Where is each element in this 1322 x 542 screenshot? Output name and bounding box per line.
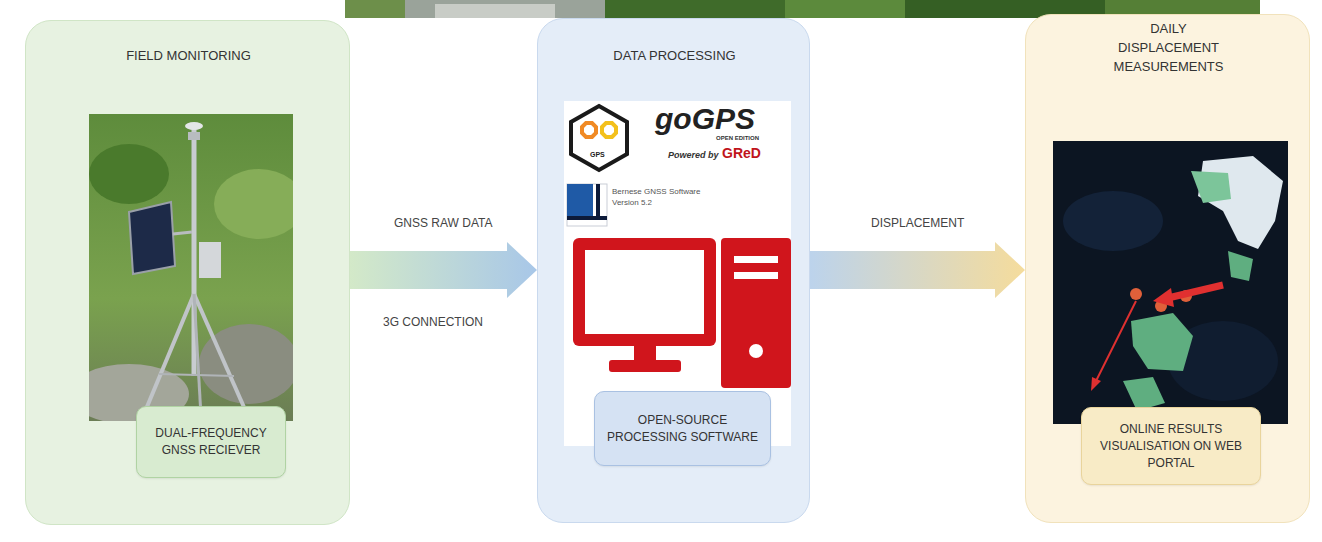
- displacement-map-part: [1053, 141, 1288, 424]
- caption-text: ONLINE RESULTS VISUALISATION ON WEB PORT…: [1092, 421, 1250, 472]
- gnss-station-photo-part: [214, 169, 293, 239]
- arrow-label: DISPLACEMENT: [871, 216, 964, 230]
- caption-box: ONLINE RESULTS VISUALISATION ON WEB PORT…: [1081, 407, 1261, 485]
- logo-text: Bernese GNSS Software: [612, 188, 700, 197]
- photo-strip-part: [345, 0, 405, 18]
- displacement-map-part: [1168, 285, 1223, 298]
- software-illustration-part: [571, 106, 627, 170]
- gnss-station-photo-part: [144, 294, 194, 414]
- caption-box: OPEN-SOURCE PROCESSING SOFTWARE: [594, 391, 771, 466]
- software-illustration-part: [602, 123, 616, 137]
- gnss-station-photo-part: [199, 242, 221, 278]
- displacement-map-part: [1131, 313, 1193, 371]
- software-illustration-part: [596, 184, 600, 220]
- displacement-map-part: [1198, 156, 1283, 249]
- photo-strip-part: [785, 0, 905, 18]
- connection-label: 3G CONNECTION: [383, 316, 483, 329]
- displacement-map-part: [1130, 288, 1142, 300]
- software-illustration-part: [585, 250, 704, 334]
- stage-title: DAILY DISPLACEMENT MEASUREMENTS: [1104, 19, 1234, 76]
- gnss-station-photo-part: [194, 294, 247, 414]
- gnss-station-photo: [89, 114, 293, 421]
- gnss-station-photo-part: [185, 122, 203, 130]
- stage-panel: DAILY DISPLACEMENT MEASUREMENTS ONLINE RE…: [1025, 14, 1310, 523]
- displacement-map-part: [1095, 301, 1136, 383]
- gnss-station-photo-part: [129, 202, 175, 274]
- displacement-map: [1053, 141, 1288, 424]
- logo-text: OPEN EDITION: [716, 135, 759, 142]
- photo-strip-part: [605, 0, 785, 18]
- software-illustration-part: [582, 123, 596, 137]
- displacement-map-part: [1153, 288, 1174, 307]
- gnss-station-photo-part: [89, 144, 169, 204]
- gnss-station-photo-part: [159, 374, 234, 376]
- logo-text: GReD: [722, 146, 761, 161]
- software-illustration-part: [567, 184, 607, 226]
- photo-strip-part: [405, 0, 605, 18]
- stage-panel: DATA PROCESSING OPEN-SOURCE PROCESSING SO…: [537, 18, 810, 523]
- displacement-map-part: [1191, 171, 1231, 203]
- logo-text: Powered by: [668, 151, 719, 161]
- software-illustration-part: [573, 238, 716, 346]
- software-illustration-part: [567, 184, 593, 216]
- software-illustration-part: [634, 346, 656, 360]
- software-illustration-part: [567, 216, 607, 220]
- software-illustration-part: [734, 256, 778, 263]
- caption-text: OPEN-SOURCE PROCESSING SOFTWARE: [605, 412, 760, 446]
- arrow-label: GNSS RAW DATA: [394, 216, 492, 230]
- displacement-map-part: [1091, 377, 1101, 391]
- flow-arrow: [810, 242, 1025, 298]
- software-illustration-part: [734, 272, 778, 279]
- gnss-station-photo-part: [188, 132, 200, 140]
- flow-arrow: [350, 242, 537, 298]
- logo-text: GPS: [590, 151, 605, 159]
- displacement-map-part: [1063, 191, 1163, 251]
- gnss-station-photo-part: [194, 294, 201, 416]
- stage-title: FIELD MONITORING: [114, 46, 264, 65]
- logo-text: Version 5.2: [612, 199, 652, 208]
- caption-box: DUAL-FREQUENCY GNSS RECIEVER: [136, 406, 286, 478]
- stage-panel: FIELD MONITORING DUAL-FREQUENCY GNSS RECI…: [25, 20, 350, 525]
- software-illustration-part: [749, 344, 763, 358]
- logo-text: goGPS: [655, 102, 755, 135]
- software-illustration-part: [609, 360, 681, 372]
- stage-title: DATA PROCESSING: [600, 46, 750, 65]
- displacement-map-part: [1228, 251, 1253, 281]
- displacement-map-part: [1123, 377, 1165, 411]
- caption-text: DUAL-FREQUENCY GNSS RECIEVER: [147, 425, 275, 459]
- photo-strip-part: [435, 4, 555, 18]
- gnss-station-photo-part: [173, 232, 192, 234]
- software-illustration-part: [721, 238, 791, 388]
